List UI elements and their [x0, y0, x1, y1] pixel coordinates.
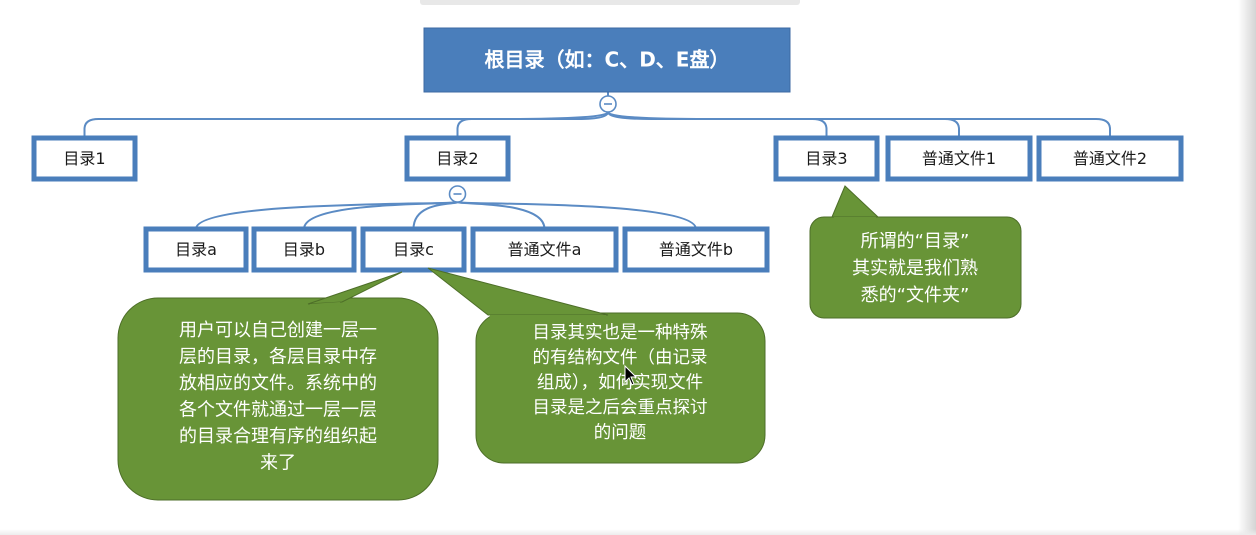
- callout-layered-directories-line: 放相应的文件。系统中的: [179, 373, 377, 394]
- node-dir2-box: [404, 135, 511, 182]
- callout-directory-file-line: 的问题: [594, 423, 647, 443]
- mouse-pointer-icon: [624, 364, 638, 386]
- root-branch-line-file2: [607, 111, 1111, 138]
- node-dirc-box: [360, 226, 467, 273]
- callout-layered-directories-line: 各个文件就通过一层一层: [179, 400, 377, 421]
- node-dirb-label: 目录b: [283, 240, 325, 259]
- top-toolbar-strip: [420, 0, 800, 5]
- window-bottom-shadow: [0, 529, 1256, 535]
- callout-directory-meaning-pointer: [831, 185, 880, 218]
- root-node[interactable]: 根目录（如：C、D、E盘）: [423, 27, 791, 93]
- node-file2-label: 普通文件2: [1073, 149, 1147, 168]
- node-file2-box: [1036, 135, 1184, 182]
- callout-directory-file-line: 的有结构文件（由记录: [533, 348, 708, 368]
- node-dir1-box: [31, 135, 138, 182]
- node-dirc-label: 目录c: [393, 240, 434, 259]
- node-file1-label: 普通文件1: [922, 149, 996, 168]
- dir2-branch-line-dirc: [412, 201, 459, 230]
- node-dira[interactable]: 目录a: [143, 226, 249, 273]
- callout-layered-directories-line: 来了: [260, 453, 296, 474]
- callout-directory-meaning-line: 其实就是我们熟: [852, 258, 978, 279]
- node-filea[interactable]: 普通文件a: [470, 226, 619, 273]
- node-dir3-label: 目录3: [805, 149, 847, 168]
- node-fileb[interactable]: 普通文件b: [622, 226, 770, 273]
- dir2-branch-line-fileb: [456, 201, 697, 230]
- root-branch-line-dir3: [607, 111, 828, 138]
- node-dir3[interactable]: 目录3: [773, 135, 880, 182]
- node-filea-label: 普通文件a: [508, 240, 582, 259]
- callout-layered-directories-bubble: [117, 297, 439, 501]
- root-node-label: 根目录（如：C、D、E盘）: [485, 48, 730, 72]
- dir2-branch-line-filea: [456, 201, 546, 230]
- root-branch-line-dir2: [456, 111, 609, 138]
- node-file1[interactable]: 普通文件1: [885, 135, 1033, 182]
- callout-directory-file-line: 组成），如何实现文件: [537, 373, 703, 393]
- tree-connectors: [83, 92, 1111, 230]
- node-filea-box: [470, 226, 619, 273]
- node-dirc[interactable]: 目录c: [360, 226, 467, 273]
- callout-directory-file-line: 目录其实也是一种特殊: [533, 323, 708, 343]
- node-dirb[interactable]: 目录b: [251, 226, 357, 273]
- callout-directory-meaning-line: 悉的“文件夹”: [861, 285, 970, 306]
- callout-directory-file-pointer: [427, 267, 609, 316]
- callout-directory-meaning-line: 所谓的“目录”: [861, 231, 970, 252]
- node-dir1-label: 目录1: [63, 149, 105, 168]
- node-dirb-box: [251, 226, 357, 273]
- node-dira-box: [143, 226, 249, 273]
- node-file2[interactable]: 普通文件2: [1036, 135, 1184, 182]
- node-dir3-box: [773, 135, 880, 182]
- callout-layered-directories-line: 的目录合理有序的组织起: [179, 426, 377, 447]
- node-fileb-box: [622, 226, 770, 273]
- callout-layered-directories-seam: [309, 302, 341, 307]
- callout-directory-file-line: 目录是之后会重点探讨: [533, 398, 708, 418]
- node-dir2-label: 目录2: [436, 149, 478, 168]
- callout-directory-meaning-bubble: [809, 216, 1022, 319]
- root-collapse-toggle[interactable]: [599, 95, 617, 113]
- window-edge-shadow: [1238, 0, 1256, 535]
- callout-layered-directories-line: 用户可以自己创建一层一: [179, 320, 377, 341]
- node-file1-box: [885, 135, 1033, 182]
- node-dira-label: 目录a: [175, 240, 217, 259]
- callout-layered-directories-line: 层的目录，各层目录中存: [179, 347, 377, 368]
- dir2-collapse-toggle[interactable]: [448, 185, 467, 203]
- root-branch-line-file1: [607, 111, 960, 138]
- root-branch-line-dir1: [83, 111, 609, 138]
- callout-directory-file-bubble: [475, 312, 766, 464]
- root-node-box: [423, 27, 791, 93]
- callout-directory-file: 目录其实也是一种特殊的有结构文件（由记录组成），如何实现文件目录是之后会重点探讨…: [427, 267, 766, 464]
- node-dir2[interactable]: 目录2: [404, 135, 511, 182]
- node-fileb-label: 普通文件b: [659, 240, 733, 259]
- node-dir1[interactable]: 目录1: [31, 135, 138, 182]
- callout-layered-directories: 用户可以自己创建一层一层的目录，各层目录中存放相应的文件。系统中的各个文件就通过…: [117, 271, 439, 501]
